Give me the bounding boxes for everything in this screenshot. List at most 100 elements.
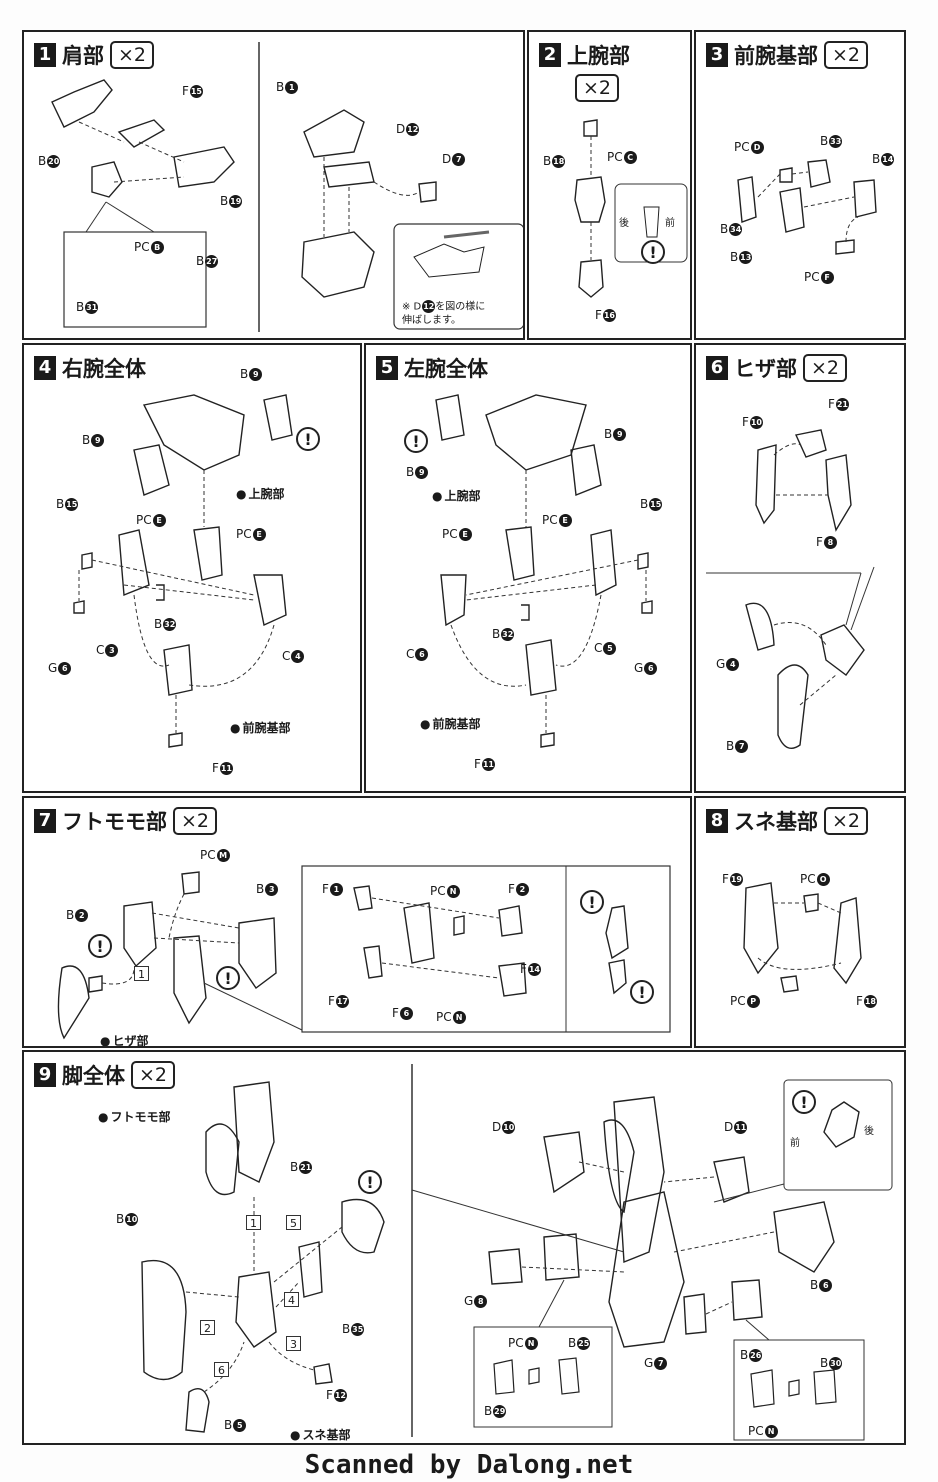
- quantity-badge: ×2: [824, 41, 869, 69]
- step-number: 1: [34, 43, 56, 67]
- step-number: 4: [34, 356, 56, 380]
- caution-icon: !: [296, 427, 320, 451]
- step-marker: 1: [134, 966, 149, 981]
- knee-diagram: [706, 429, 875, 749]
- caution-icon: !: [88, 934, 112, 958]
- step-marker: 3: [286, 1336, 301, 1351]
- reference-forearm-base: 前腕基部: [420, 715, 480, 732]
- step-number: 3: [706, 43, 728, 67]
- quantity-badge: ×2: [803, 354, 848, 382]
- section-1-shoulder: 1 肩部 ×2: [22, 30, 525, 340]
- section-title: 前腕基部: [734, 44, 818, 68]
- section-title: フトモモ部: [62, 810, 167, 834]
- direction-back: 後: [864, 1126, 874, 1137]
- step-number: 8: [706, 809, 728, 833]
- direction-front: 前: [790, 1138, 800, 1149]
- caution-icon: !: [792, 1090, 816, 1114]
- section-header: 6 ヒザ部 ×2: [706, 353, 848, 383]
- forearm-base-diagram: [737, 159, 877, 255]
- reference-upper-arm: 上腕部: [432, 487, 480, 504]
- right-arm-diagram: [73, 394, 293, 748]
- section-header: 3 前腕基部 ×2: [706, 40, 869, 70]
- section-header: 7 フトモモ部 ×2: [34, 806, 218, 836]
- section-title: 右腕全体: [62, 357, 146, 381]
- step-marker: 5: [286, 1215, 301, 1230]
- section-7-thigh: 7 フトモモ部 ×2: [22, 796, 692, 1048]
- section-title: 脚全体: [62, 1064, 125, 1088]
- reference-shin-base: スネ基部: [290, 1426, 350, 1443]
- caution-icon: !: [358, 1170, 382, 1194]
- section-9-whole-leg: 9 脚全体 ×2: [22, 1050, 906, 1445]
- section-title: 上腕部: [567, 44, 630, 68]
- direction-front: 前: [665, 218, 675, 229]
- step-marker: 6: [214, 1362, 229, 1377]
- section-header: 9 脚全体 ×2: [34, 1060, 176, 1090]
- reference-upper-arm: 上腕部: [236, 485, 284, 502]
- thigh-diagram: [57, 865, 671, 1040]
- caution-icon: !: [630, 980, 654, 1004]
- section-title: スネ基部: [734, 810, 818, 834]
- step-number: 2: [539, 43, 561, 67]
- step-number: 5: [376, 356, 398, 380]
- quantity-badge: ×2: [131, 1061, 176, 1089]
- section-header: 5 左腕全体: [376, 353, 488, 383]
- section-header: 4 右腕全体: [34, 353, 146, 383]
- step-marker: 1: [246, 1215, 261, 1230]
- caution-icon: !: [641, 240, 665, 264]
- reference-knee: ヒザ部: [100, 1032, 148, 1046]
- section-header: 2 上腕部: [539, 40, 630, 70]
- quantity-badge: ×2: [110, 41, 155, 69]
- shoulder-diagram: [51, 42, 523, 332]
- caution-icon: !: [580, 890, 604, 914]
- section-5-left-arm: 5 左腕全体: [364, 343, 692, 793]
- quantity-badge: ×2: [173, 807, 218, 835]
- quantity-badge: ×2: [824, 807, 869, 835]
